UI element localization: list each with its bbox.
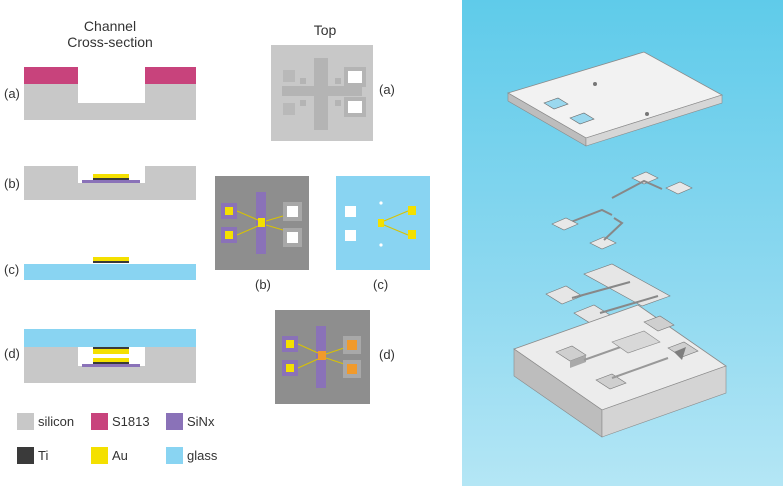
- cross-section-a: [24, 67, 196, 120]
- step-label-a: (a): [4, 86, 20, 101]
- legend-label-ti: Ti: [38, 448, 49, 463]
- glass-lid: [506, 51, 724, 147]
- top-label-a: (a): [379, 82, 395, 97]
- legend-label-s1813: S1813: [112, 414, 150, 429]
- channel-heading: Channel Cross-section: [62, 18, 158, 50]
- fabrication-diagram: [24, 45, 430, 404]
- top-view-d: [275, 310, 370, 404]
- legend-swatch-au: [91, 447, 108, 464]
- top-view-b: [215, 176, 309, 270]
- legend-swatch-sinx: [166, 413, 183, 430]
- legend-label-glass: glass: [187, 448, 218, 463]
- legend-label-au: Au: [112, 448, 128, 463]
- exploded-view-panel: [462, 0, 783, 486]
- step-label-d: (d): [4, 346, 20, 361]
- electrode-layer: [551, 171, 693, 250]
- top-view-c: [336, 176, 430, 270]
- legend-swatch-ti: [17, 447, 34, 464]
- silicon-base: [513, 304, 727, 438]
- legend-label-sinx: SiNx: [187, 414, 215, 429]
- channel-heading-line2: Cross-section: [67, 34, 153, 50]
- legend-swatch-silicon: [17, 413, 34, 430]
- legend-label-silicon: silicon: [38, 414, 75, 429]
- cross-section-c: [24, 257, 196, 280]
- legend-swatch-glass: [166, 447, 183, 464]
- exploded-view: [506, 51, 727, 438]
- top-view-a: [271, 45, 373, 141]
- legend-swatch-s1813: [91, 413, 108, 430]
- top-heading: Top: [313, 22, 337, 38]
- cross-section-d: [24, 329, 196, 383]
- step-label-c: (c): [4, 262, 20, 277]
- step-label-b: (b): [4, 176, 20, 191]
- cross-section-b: [24, 166, 196, 200]
- top-label-b: (b): [255, 277, 271, 292]
- top-label-c: (c): [373, 277, 389, 292]
- channel-heading-line1: Channel: [83, 18, 137, 34]
- sinx-layer: [545, 263, 671, 324]
- top-label-d: (d): [379, 347, 395, 362]
